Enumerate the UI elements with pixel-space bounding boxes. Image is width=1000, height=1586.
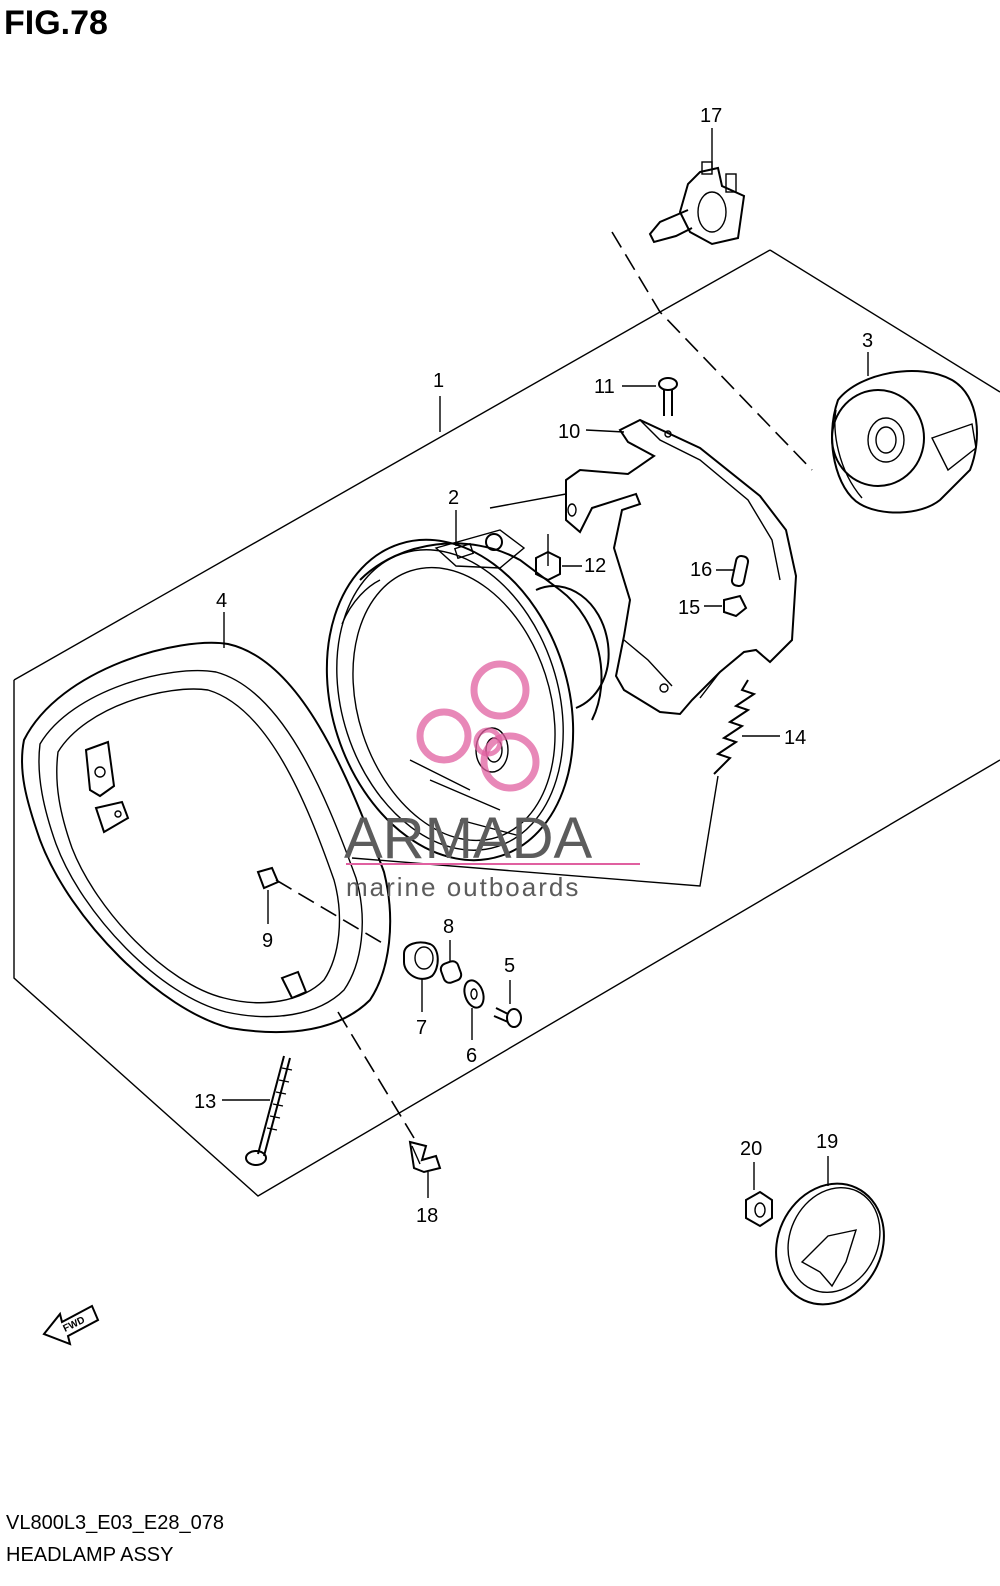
callout-15: 15 <box>678 597 700 619</box>
mount-line-2 <box>489 493 567 509</box>
callout-6: 6 <box>466 1045 477 1067</box>
spring-part <box>713 679 757 775</box>
diagram-code: VL800L3_E03_E28_078 <box>6 1512 224 1534</box>
callout-9: 9 <box>262 930 273 952</box>
long-screw-part <box>245 1055 293 1166</box>
assembly-boundary <box>13 249 1000 1197</box>
pin-part <box>730 555 750 587</box>
callout-16: 16 <box>690 559 712 581</box>
callout-14: 14 <box>784 727 806 749</box>
bracket-screw-part <box>658 377 678 438</box>
callout-20: 20 <box>740 1138 762 1160</box>
callout-3: 3 <box>862 330 873 352</box>
callout-13: 13 <box>194 1091 216 1113</box>
figure-title: FIG.78 <box>4 4 108 42</box>
rim-part <box>21 641 392 1034</box>
callout-7: 7 <box>416 1017 427 1039</box>
dash-9 <box>275 879 385 945</box>
washer-part <box>463 979 485 1009</box>
dash-17 <box>611 231 813 471</box>
nut-part <box>535 534 561 582</box>
bolt-part <box>493 1007 522 1028</box>
watermark-tagline: marine outboards <box>346 872 580 902</box>
fwd-arrow-icon: FWD <box>42 1304 100 1346</box>
callout-5: 5 <box>504 955 515 977</box>
spring-guide-line <box>351 775 719 887</box>
bulb-part <box>648 161 746 246</box>
callout-8: 8 <box>443 916 454 938</box>
assembly-name: HEADLAMP ASSY <box>6 1544 174 1566</box>
screw-18-part <box>408 1140 442 1174</box>
callout-17: 17 <box>700 105 722 127</box>
grommet-part <box>403 941 439 980</box>
cap-nut-part <box>745 1190 773 1228</box>
callout-11: 11 <box>594 376 615 398</box>
callout-19: 19 <box>816 1131 838 1153</box>
callout-10: 10 <box>558 421 580 443</box>
cap-part <box>775 1182 885 1306</box>
dash-18 <box>337 1011 415 1139</box>
collar-part <box>439 960 463 984</box>
callout-4: 4 <box>216 590 227 612</box>
callout-2: 2 <box>448 487 459 509</box>
watermark-logo <box>416 660 540 792</box>
callout-1: 1 <box>433 370 444 392</box>
watermark-brand: ARMADA <box>344 806 592 871</box>
leader-10 <box>585 429 625 433</box>
callout-12: 12 <box>584 555 606 577</box>
socket-cover-part <box>831 369 978 514</box>
clip-part <box>723 594 748 618</box>
bracket-part <box>565 418 798 716</box>
callout-18: 18 <box>416 1205 438 1227</box>
